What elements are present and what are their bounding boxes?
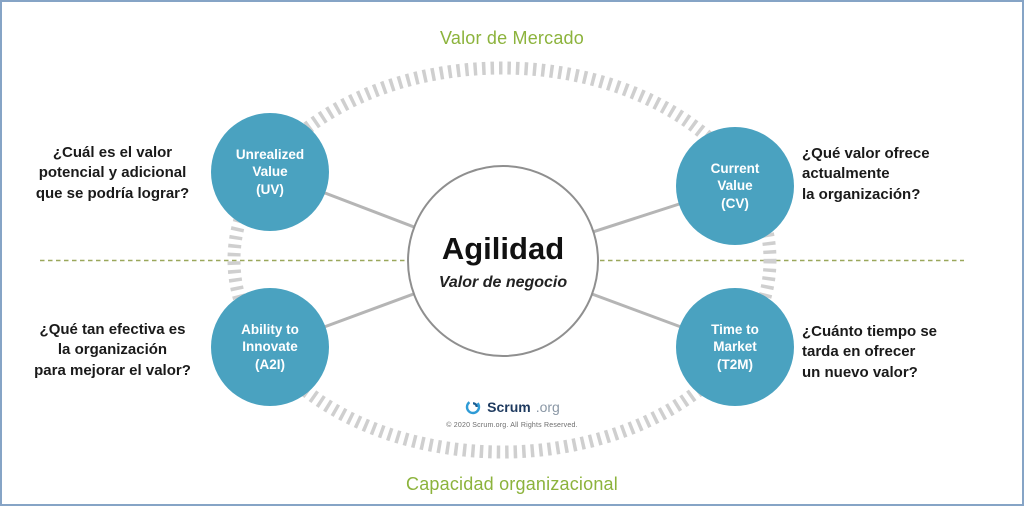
dashed-ellipse-ring (227, 61, 777, 459)
kva-label-t2m: Time to Market (T2M) (711, 321, 759, 372)
kva-circle-current-value: Current Value (CV) (676, 127, 794, 245)
scrumorg-logo-icon (465, 399, 481, 415)
kva-label-uv: Unrealized Value (UV) (235, 146, 305, 197)
copyright-text: © 2020 Scrum.org. All Rights Reserved. (446, 422, 578, 429)
question-time-to-market: ¿Cuánto tiempo se tarda en ofrecer un nu… (802, 323, 938, 381)
kva-circle-unrealized-value: Unrealized Value (UV) (211, 113, 329, 231)
kva-circle-ability-to-innovate: Ability to Innovate (A2I) (211, 288, 329, 406)
kva-circle-time-to-market: Time to Market (T2M) (676, 288, 794, 406)
question-ability-to-innovate: ¿Qué tan efectiva es la organización par… (34, 321, 191, 379)
kva-label-cv: Current Value (CV) (710, 160, 760, 211)
center-circle: Agilidad Valor de negocio (407, 165, 599, 357)
center-subtitle: Valor de negocio (438, 273, 568, 291)
logo-text-org: .org (535, 399, 560, 415)
market-value-label: Valor de Mercado (440, 28, 584, 48)
logo-text-scrum: Scrum (487, 399, 531, 415)
question-current-value: ¿Qué valor ofrece actualmente la organiz… (802, 145, 930, 203)
question-unrealized-value: ¿Cuál es el valor potencial y adicional … (35, 144, 190, 202)
scrumorg-logo: Scrum.org (2, 398, 1022, 416)
organizational-capability-label: Capacidad organizacional (406, 474, 618, 494)
kva-label-a2i: Ability to Innovate (A2I) (241, 321, 299, 372)
center-title: Agilidad (441, 230, 565, 266)
